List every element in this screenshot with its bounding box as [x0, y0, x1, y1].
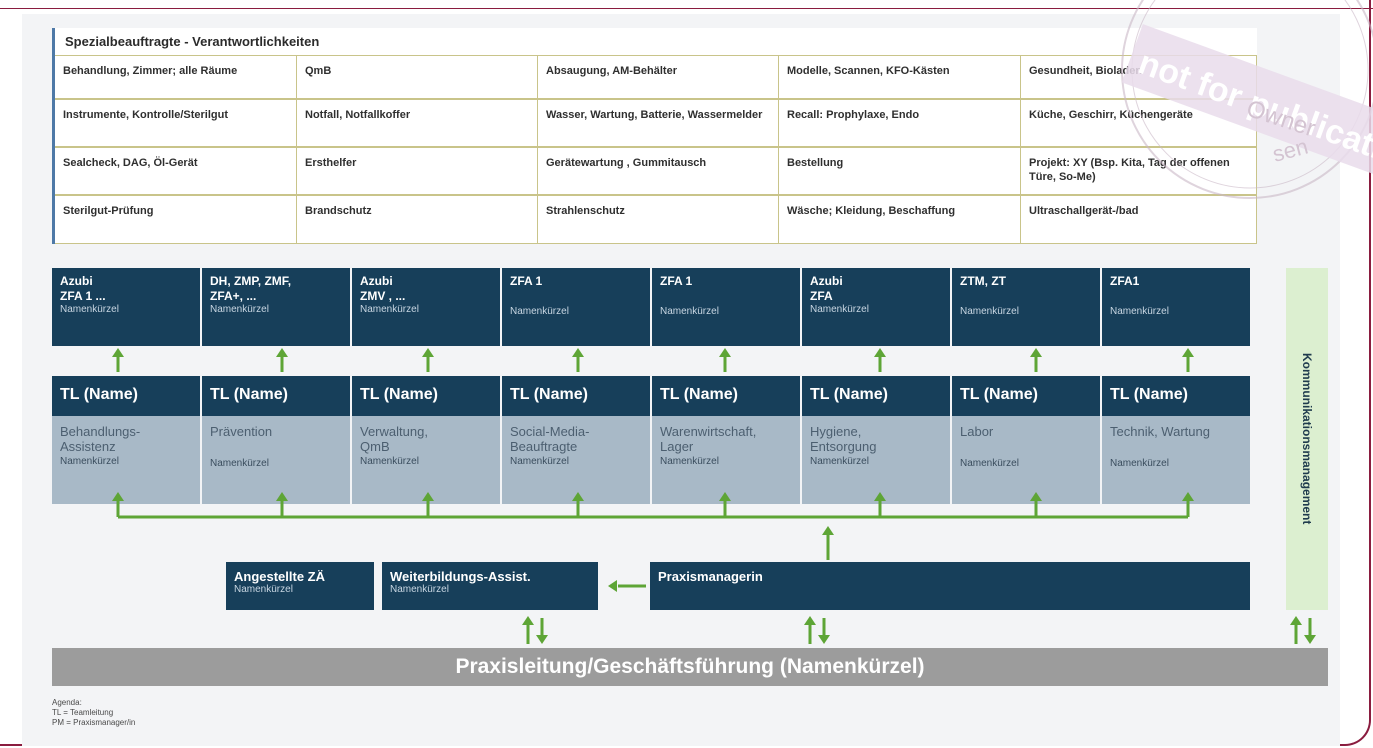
staff-title: DH, ZMP, ZMF, ZFA+, ...	[210, 274, 292, 303]
department-name: Prävention	[210, 424, 273, 439]
praxismanagerin-title: Praxismanagerin	[658, 569, 763, 584]
staff-title: ZFA 1	[660, 274, 693, 288]
weiterbildung-box: Weiterbildungs-Assist. Namenkürzel	[382, 562, 598, 610]
team-lead-box: TL (Name)	[202, 376, 350, 416]
department-box: Verwaltung, QmB Namenkürzel	[352, 416, 500, 504]
table-cell: Notfall, Notfallkoffer	[297, 99, 538, 147]
team-lead-box: TL (Name)	[652, 376, 800, 416]
angestellte-box: Angestellte ZÄ Namenkürzel	[226, 562, 374, 610]
kommunikation-label: Kommunikationsmanagement	[1286, 268, 1328, 610]
team-lead-box: TL (Name)	[1102, 376, 1250, 416]
watermark-stamp: not for publication Owner sen	[1060, 0, 1373, 200]
kommunikation-bar	[1286, 268, 1328, 610]
table-cell: Instrumente, Kontrolle/Sterilgut	[55, 99, 297, 147]
table-cell: Absaugung, AM-Behälter	[538, 55, 779, 99]
legend-tl: TL = Teamleitung	[52, 708, 114, 717]
table-cell: Modelle, Scannen, KFO-Kästen	[779, 55, 1021, 99]
department-name: Behandlungs- Assistenz	[60, 424, 141, 454]
legend-pm: PM = Praxismanager/in	[52, 718, 136, 727]
table-cell: Brandschutz	[297, 195, 538, 244]
staff-short: Namenkürzel	[60, 304, 119, 315]
team-lead-box: TL (Name)	[952, 376, 1100, 416]
staff-box: ZTM, ZT Namenkürzel	[952, 268, 1100, 346]
table-cell: Ersthelfer	[297, 147, 538, 195]
department-name: Warenwirtschaft, Lager	[660, 424, 757, 454]
staff-short: Namenkürzel	[360, 304, 419, 315]
staff-title: Azubi ZFA	[810, 274, 843, 303]
staff-title: Azubi ZFA 1 ...	[60, 274, 106, 303]
table-cell: Gerätewartung , Gummitausch	[538, 147, 779, 195]
legend: Agenda: TL = Teamleitung PM = Praxismana…	[52, 698, 135, 728]
department-name: Social-Media- Beauftragte	[510, 424, 590, 454]
department-name: Technik, Wartung	[1110, 424, 1210, 439]
department-short: Namenkürzel	[810, 456, 869, 467]
table-cell: Ultraschallgerät-/bad	[1021, 195, 1257, 244]
department-name: Verwaltung, QmB	[360, 424, 428, 454]
kommunikation-text: Kommunikationsmanagement	[1300, 353, 1314, 525]
department-short: Namenkürzel	[510, 456, 569, 467]
team-lead-box: TL (Name)	[802, 376, 950, 416]
table-cell: Projekt: XY (Bsp. Kita, Tag der offenen …	[1021, 147, 1257, 195]
stamp-graphic: not for publication Owner sen	[1121, 0, 1373, 199]
staff-title: ZFA 1	[510, 274, 543, 288]
team-lead-box: TL (Name)	[352, 376, 500, 416]
staff-box: ZFA 1 Namenkürzel	[502, 268, 650, 346]
responsibilities-table: Spezialbeauftragte - Verantwortlichkeite…	[52, 28, 1257, 244]
praxisleitung-bar: Praxisleitung/Geschäftsführung (Namenkür…	[52, 648, 1328, 686]
table-cell: Sterilgut-Prüfung	[55, 195, 297, 244]
table-cell: Wäsche; Kleidung, Beschaffung	[779, 195, 1021, 244]
staff-title: ZFA1	[1110, 274, 1140, 288]
department-name: Hygiene, Entsorgung	[810, 424, 877, 454]
weiterbildung-short: Namenkürzel	[390, 584, 449, 595]
staff-short: Namenkürzel	[210, 304, 269, 315]
department-short: Namenkürzel	[360, 456, 419, 467]
staff-short: Namenkürzel	[510, 306, 569, 317]
team-lead-box: TL (Name)	[502, 376, 650, 416]
staff-box: Azubi ZMV , ...Namenkürzel	[352, 268, 500, 346]
staff-short: Namenkürzel	[660, 306, 719, 317]
department-short: Namenkürzel	[660, 456, 719, 467]
team-lead-box: TL (Name)	[52, 376, 200, 416]
department-name: Labor	[960, 424, 994, 439]
weiterbildung-title: Weiterbildungs-Assist.	[390, 569, 531, 584]
angestellte-title: Angestellte ZÄ	[234, 569, 326, 584]
staff-title: ZTM, ZT	[960, 274, 1006, 288]
table-cell: Wasser, Wartung, Batterie, Wassermelder	[538, 99, 779, 147]
staff-box: DH, ZMP, ZMF, ZFA+, ...Namenkürzel	[202, 268, 350, 346]
staff-short: Namenkürzel	[960, 306, 1019, 317]
praxismanagerin-box: Praxismanagerin	[650, 562, 1250, 610]
table-title: Spezialbeauftragte - Verantwortlichkeite…	[65, 34, 320, 49]
staff-box: ZFA 1 Namenkürzel	[652, 268, 800, 346]
table-cell: Sealcheck, DAG, Öl-Gerät	[55, 147, 297, 195]
angestellte-short: Namenkürzel	[234, 584, 293, 595]
department-short: Namenkürzel	[60, 456, 119, 467]
table-cell: QmB	[297, 55, 538, 99]
department-short: Namenkürzel	[960, 458, 1019, 469]
frame-top-line	[0, 8, 1373, 9]
staff-title: Azubi ZMV , ...	[360, 274, 406, 303]
staff-box: Azubi ZFA 1 ...Namenkürzel	[52, 268, 200, 346]
department-short: Namenkürzel	[1110, 458, 1169, 469]
table-cell: Recall: Prophylaxe, Endo	[779, 99, 1021, 147]
legend-heading: Agenda:	[52, 698, 82, 707]
table-cell: Bestellung	[779, 147, 1021, 195]
staff-short: Namenkürzel	[810, 304, 869, 315]
table-cell: Behandlung, Zimmer; alle Räume	[55, 55, 297, 99]
staff-short: Namenkürzel	[1110, 306, 1169, 317]
table-cell: Strahlenschutz	[538, 195, 779, 244]
department-short: Namenkürzel	[210, 458, 269, 469]
